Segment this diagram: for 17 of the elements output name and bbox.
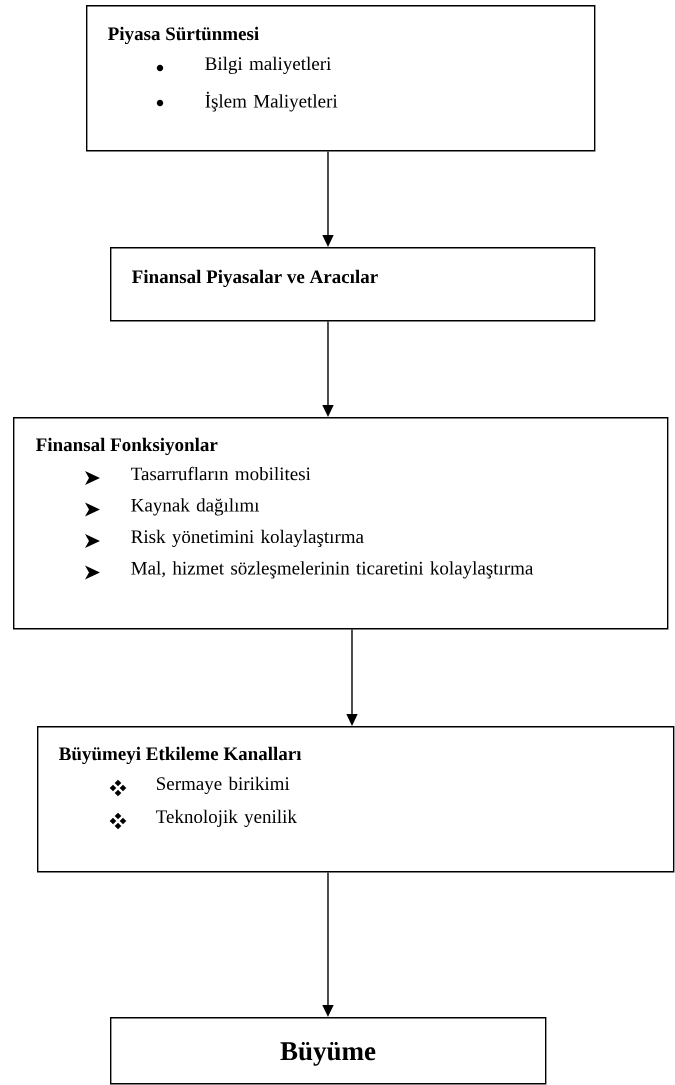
list-item: Mal, hizmet sözleşmelerinin ticaretini kolaylaştırma [131, 561, 534, 579]
list-item: Teknolojik yenilik [156, 809, 297, 827]
list-item: Kaynak dağılımı [131, 498, 260, 516]
arrow [346, 628, 358, 726]
box-heading: Finansal Piyasalar ve Aracılar [132, 269, 378, 288]
arrow [322, 320, 334, 417]
list-item: Risk yönetimini kolaylaştırma [131, 529, 364, 547]
box-heading: Finansal Fonksiyonlar [36, 437, 218, 456]
list-item: Bilgi maliyetleri [205, 56, 331, 74]
list-item: İşlem Maliyetleri [205, 91, 338, 112]
list-item: Tasarrufların mobilitesi [131, 466, 311, 481]
box-heading: Piyasa Sürtünmesi [108, 26, 259, 45]
arrow [322, 871, 334, 1017]
box-heading: Büyüme [280, 1041, 376, 1066]
arrow [322, 150, 334, 247]
list-item: Sermaye birikimi [156, 776, 290, 794]
box-heading: Büyümeyi Etkileme Kanalları [59, 746, 302, 765]
